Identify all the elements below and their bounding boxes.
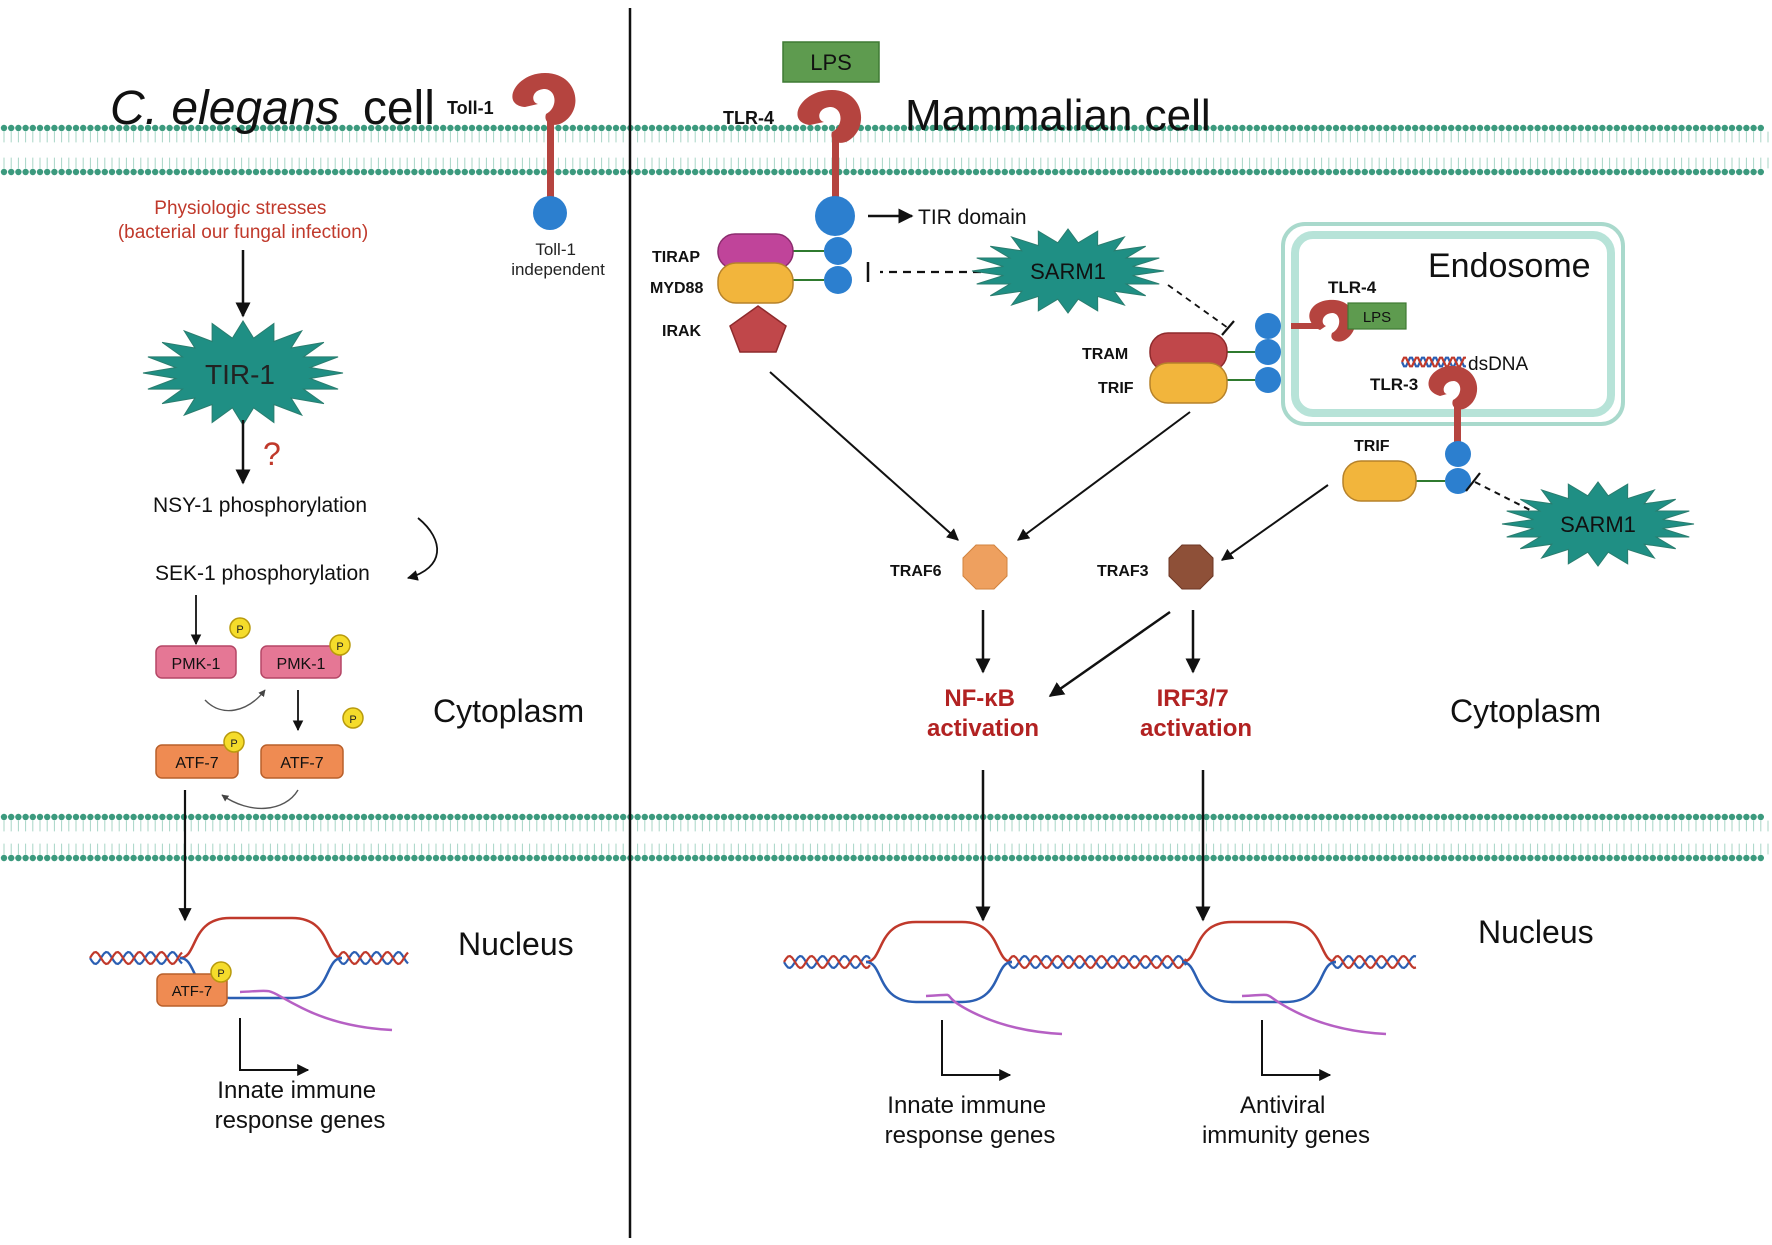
tir1-label: TIR-1	[205, 359, 275, 390]
lps-endosome-box: LPS	[1347, 302, 1407, 330]
arrow-pmk1-activation	[204, 689, 266, 712]
arrow-traf3-nfkb	[1048, 610, 1171, 698]
genes-label-innate: Innate immune response genes	[885, 1092, 1056, 1149]
mammalian-title: Mammalian cell	[905, 91, 1211, 140]
svg-text:LPS: LPS	[810, 50, 852, 75]
transcription-arrow-left	[239, 1018, 310, 1076]
question-mark: ?	[263, 436, 281, 472]
svg-text:P: P	[336, 641, 343, 653]
toll1-receptor	[512, 73, 576, 230]
irak-label: IRAK	[662, 323, 702, 340]
trif-label: TRIF	[1098, 380, 1134, 397]
dna-transcription-right	[783, 920, 1417, 1036]
svg-text:P: P	[217, 968, 224, 980]
toll1-label: Toll-1	[447, 98, 494, 118]
cytoplasm-label-right: Cytoplasm	[1450, 693, 1601, 729]
arrow-nsy1-sek1	[406, 517, 439, 581]
sarm1-starburst-bottom	[1501, 481, 1695, 567]
membrane-heads	[0, 124, 1765, 132]
tlr4-receptor	[797, 90, 862, 294]
svg-text:P: P	[349, 714, 356, 726]
svg-text:PMK-1: PMK-1	[172, 656, 221, 673]
endosome-outer	[1281, 222, 1625, 426]
trif-adaptor-tlr3	[1342, 460, 1417, 502]
sek1-label: SEK-1 phosphorylation	[155, 562, 370, 585]
atf7-phosphorylated: ATF-7 P	[155, 731, 245, 779]
sarm1-label-top: SARM1	[1030, 259, 1106, 284]
nsy1-label: NSY-1 phosphorylation	[153, 494, 367, 517]
cytoplasm-label-left: Cytoplasm	[433, 693, 584, 729]
endosome-label: Endosome	[1428, 247, 1591, 285]
arrow-trif-traf3	[1221, 484, 1329, 561]
sarm1-starburst-top	[971, 228, 1165, 314]
svg-text:PMK-1: PMK-1	[277, 656, 326, 673]
trif-label-tlr3: TRIF	[1354, 438, 1390, 455]
phospho-badge: P	[229, 617, 251, 639]
dna-transcription-left	[89, 916, 409, 1032]
lps-box: LPS	[782, 41, 880, 83]
myd88-adaptor	[717, 262, 794, 304]
celegans-title: C. elegans cell	[110, 82, 435, 135]
genes-label-left: Innate immune response genes	[215, 1077, 386, 1134]
toll1-independent-label: Toll-1 independent	[511, 240, 605, 279]
membrane-heads	[0, 813, 1765, 821]
membrane-heads	[0, 168, 1765, 176]
svg-text:ATF-7: ATF-7	[175, 755, 218, 772]
myd88-label: MYD88	[650, 280, 703, 297]
stress-label: Physiologic stresses (bacterial our fung…	[118, 198, 368, 243]
celegans-panel: C. elegans cell Toll-1 Toll-1 independen…	[89, 73, 605, 1134]
tlr3-label: TLR-3	[1370, 375, 1418, 394]
arrow-irak-traf6	[769, 371, 959, 541]
trif-adaptor	[1149, 362, 1228, 404]
cell-membranes	[0, 124, 1769, 862]
membrane-heads	[0, 854, 1765, 862]
svg-text:ATF-7: ATF-7	[280, 755, 323, 772]
genes-label-antiviral: Antiviral immunity genes	[1202, 1092, 1370, 1149]
traf6-label: TRAF6	[890, 563, 942, 580]
mammalian-panel: Mammalian cell LPS TLR-4 TIR domain TIRA…	[650, 41, 1695, 1149]
pmk1-phosphorylated: PMK-1 P	[260, 634, 351, 679]
tir1-starburst	[142, 320, 344, 426]
svg-text:P: P	[236, 624, 243, 636]
atf7-on-dna: ATF-7 P	[156, 961, 232, 1007]
tir-domain-label: TIR domain	[918, 206, 1027, 229]
nucleus-label-right: Nucleus	[1478, 914, 1594, 950]
transcription-arrow-innate	[941, 1020, 1012, 1081]
pmk1-unphosphorylated: PMK-1	[155, 645, 237, 679]
svg-text:LPS: LPS	[1363, 309, 1391, 326]
endosomal-tlr4	[1255, 299, 1356, 393]
tram-label: TRAM	[1082, 346, 1128, 363]
dsdna-helix	[1401, 356, 1466, 368]
nucleus-label-left: Nucleus	[458, 926, 574, 962]
sarm1-inhibition-tram	[1167, 284, 1229, 329]
sarm1-label-bottom: SARM1	[1560, 512, 1636, 537]
tlr4-endosome-label: TLR-4	[1328, 278, 1377, 297]
nfkb-activation: NF-κB activation	[927, 685, 1039, 742]
phospho-badge-2: P	[342, 707, 364, 729]
traf3-octagon	[1168, 544, 1214, 590]
tlr3-receptor	[1428, 365, 1478, 494]
atf7-unphosphorylated: ATF-7	[260, 744, 344, 779]
dsdna-label: dsDNA	[1468, 354, 1529, 375]
tirap-label: TIRAP	[652, 249, 700, 266]
svg-text:ATF-7: ATF-7	[172, 983, 213, 1000]
traf6-octagon	[962, 544, 1008, 590]
svg-text:P: P	[230, 738, 237, 750]
arrow-atf7-activation	[221, 789, 299, 809]
tlr4-label: TLR-4	[723, 108, 774, 128]
irf-activation: IRF3/7 activation	[1140, 685, 1252, 742]
traf3-label: TRAF3	[1097, 563, 1149, 580]
arrow-trif-traf6	[1017, 411, 1191, 541]
transcription-arrow-antiviral	[1261, 1020, 1332, 1081]
irak-pentagon	[729, 305, 787, 353]
